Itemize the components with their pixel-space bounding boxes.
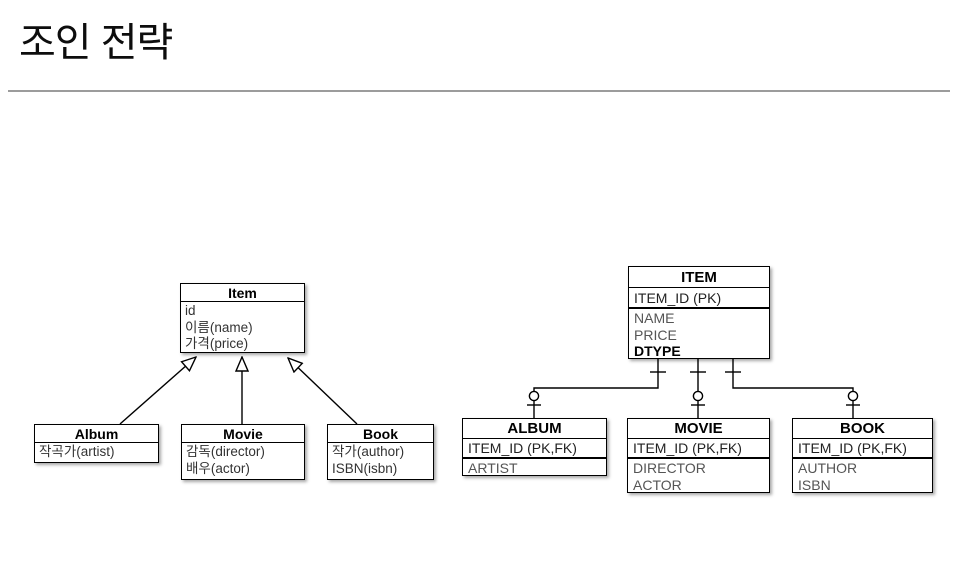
zero-circle-book bbox=[847, 390, 859, 402]
uml-class-item: Item id 이름(name) 가격(price) bbox=[180, 283, 305, 353]
uml-attribute: id bbox=[185, 303, 196, 318]
er-table-album-columns: ARTIST bbox=[463, 459, 606, 477]
uml-attribute: 감독(director) bbox=[186, 444, 265, 459]
er-table-item-key: ITEM_ID (PK) bbox=[629, 288, 769, 309]
inheritance-arrows bbox=[119, 357, 358, 425]
title-divider bbox=[8, 90, 950, 92]
uml-class-album-name: Album bbox=[35, 425, 158, 443]
er-column: NAME bbox=[634, 310, 675, 326]
er-table-movie-name: MOVIE bbox=[628, 419, 769, 439]
er-column: DIRECTOR bbox=[633, 460, 706, 476]
er-table-movie-columns: DIRECTOR ACTOR bbox=[628, 459, 769, 493]
er-table-album-key: ITEM_ID (PK,FK) bbox=[463, 439, 606, 459]
er-column: PRICE bbox=[634, 326, 677, 343]
er-table-movie-key: ITEM_ID (PK,FK) bbox=[628, 439, 769, 459]
er-column: AUTHOR bbox=[798, 460, 858, 476]
er-table-book-key: ITEM_ID (PK,FK) bbox=[793, 439, 932, 459]
uml-class-album-attributes: 작곡가(artist) bbox=[35, 443, 158, 461]
er-column: ARTIST bbox=[468, 460, 518, 476]
er-table-book-columns: AUTHOR ISBN bbox=[793, 459, 932, 493]
uml-class-movie-attributes: 감독(director) 배우(actor) bbox=[182, 443, 304, 477]
uml-class-book: Book 작가(author) ISBN(isbn) bbox=[327, 424, 434, 480]
er-table-album: ALBUM ITEM_ID (PK,FK) ARTIST bbox=[462, 418, 607, 476]
uml-attribute: 배우(actor) bbox=[186, 460, 250, 476]
er-column-dtype: DTYPE bbox=[634, 343, 681, 359]
uml-class-book-name: Book bbox=[328, 425, 433, 443]
uml-attribute: 작곡가(artist) bbox=[39, 444, 115, 459]
uml-attribute: 가격(price) bbox=[185, 336, 249, 351]
zero-circle-movie bbox=[692, 390, 704, 402]
er-table-item-columns: NAME PRICE DTYPE bbox=[629, 309, 769, 360]
er-column: ACTOR bbox=[633, 476, 682, 493]
er-connector-album bbox=[533, 359, 659, 418]
uml-class-item-attributes: id 이름(name) 가격(price) bbox=[181, 302, 304, 353]
uml-class-movie: Movie 감독(director) 배우(actor) bbox=[181, 424, 305, 480]
er-table-book-name: BOOK bbox=[793, 419, 932, 439]
er-connector-book bbox=[732, 359, 854, 418]
er-table-item: ITEM ITEM_ID (PK) NAME PRICE DTYPE bbox=[628, 266, 770, 359]
uml-attribute: 작가(author) bbox=[332, 444, 405, 459]
er-column: ISBN bbox=[798, 476, 831, 493]
er-connectors bbox=[527, 359, 860, 418]
uml-attribute: ISBN(isbn) bbox=[332, 460, 398, 476]
er-table-movie: MOVIE ITEM_ID (PK,FK) DIRECTOR ACTOR bbox=[627, 418, 770, 493]
er-table-book: BOOK ITEM_ID (PK,FK) AUTHOR ISBN bbox=[792, 418, 933, 493]
page-title: 조인 전략 bbox=[19, 21, 173, 65]
er-table-item-name: ITEM bbox=[629, 267, 769, 288]
inheritance-arrow-book bbox=[288, 358, 358, 425]
zero-circle-album bbox=[528, 390, 540, 402]
uml-class-item-name: Item bbox=[181, 284, 304, 302]
uml-class-book-attributes: 작가(author) ISBN(isbn) bbox=[328, 443, 433, 477]
inheritance-arrow-album bbox=[119, 357, 196, 425]
er-table-album-name: ALBUM bbox=[463, 419, 606, 439]
uml-class-movie-name: Movie bbox=[182, 425, 304, 443]
uml-attribute: 이름(name) bbox=[185, 319, 253, 335]
uml-class-album: Album 작곡가(artist) bbox=[34, 424, 159, 463]
